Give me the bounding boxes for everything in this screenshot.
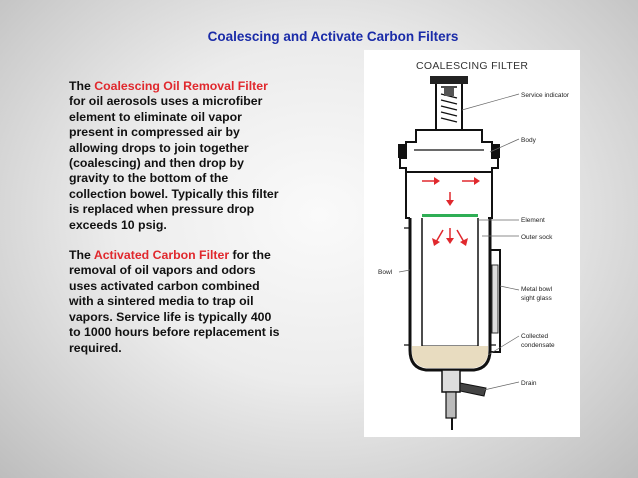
label-drain: Drain xyxy=(521,380,537,387)
paragraph-coalescing: The Coalescing Oil Removal Filter for oi… xyxy=(69,79,284,233)
highlight-coalescing-filter: Coalescing Oil Removal Filter xyxy=(94,79,268,93)
callout-lines xyxy=(398,93,520,391)
paragraph-body: for oil aerosols uses a microfiber eleme… xyxy=(69,94,279,232)
coalescing-filter-figure: COALESCING FILTER xyxy=(364,50,580,437)
label-sight-glass: sight glass xyxy=(521,295,552,302)
collected-condensate xyxy=(412,346,488,368)
slide-title: Coalescing and Activate Carbon Filters xyxy=(207,29,459,44)
label-bowl: Bowl xyxy=(378,269,393,276)
label-element: Element xyxy=(521,217,545,224)
label-collected: Collected xyxy=(521,333,548,340)
element-band xyxy=(422,214,478,217)
service-indicator xyxy=(430,76,468,131)
label-service-indicator: Service indicator xyxy=(521,92,570,99)
diagram-heading: COALESCING FILTER xyxy=(416,60,528,72)
label-condensate: condensate xyxy=(521,342,555,349)
paragraph-body: for the removal of oil vapors and odors … xyxy=(69,248,280,355)
label-outer-sock: Outer sock xyxy=(521,234,553,241)
highlight-activated-carbon-filter: Activated Carbon Filter xyxy=(93,248,230,263)
filter-body xyxy=(398,129,500,219)
paragraph-prefix: The xyxy=(69,79,95,93)
drain-valve xyxy=(441,369,487,430)
paragraph-activated-carbon: The Activated Carbon Filter for the remo… xyxy=(69,248,284,356)
paragraph-prefix: The xyxy=(69,248,94,263)
label-body: Body xyxy=(521,137,537,144)
text-column: The Coalescing Oil Removal Filter for oi… xyxy=(69,79,284,371)
label-metal-bowl: Metal bowl xyxy=(521,286,553,293)
airflow-arrows xyxy=(422,177,480,246)
